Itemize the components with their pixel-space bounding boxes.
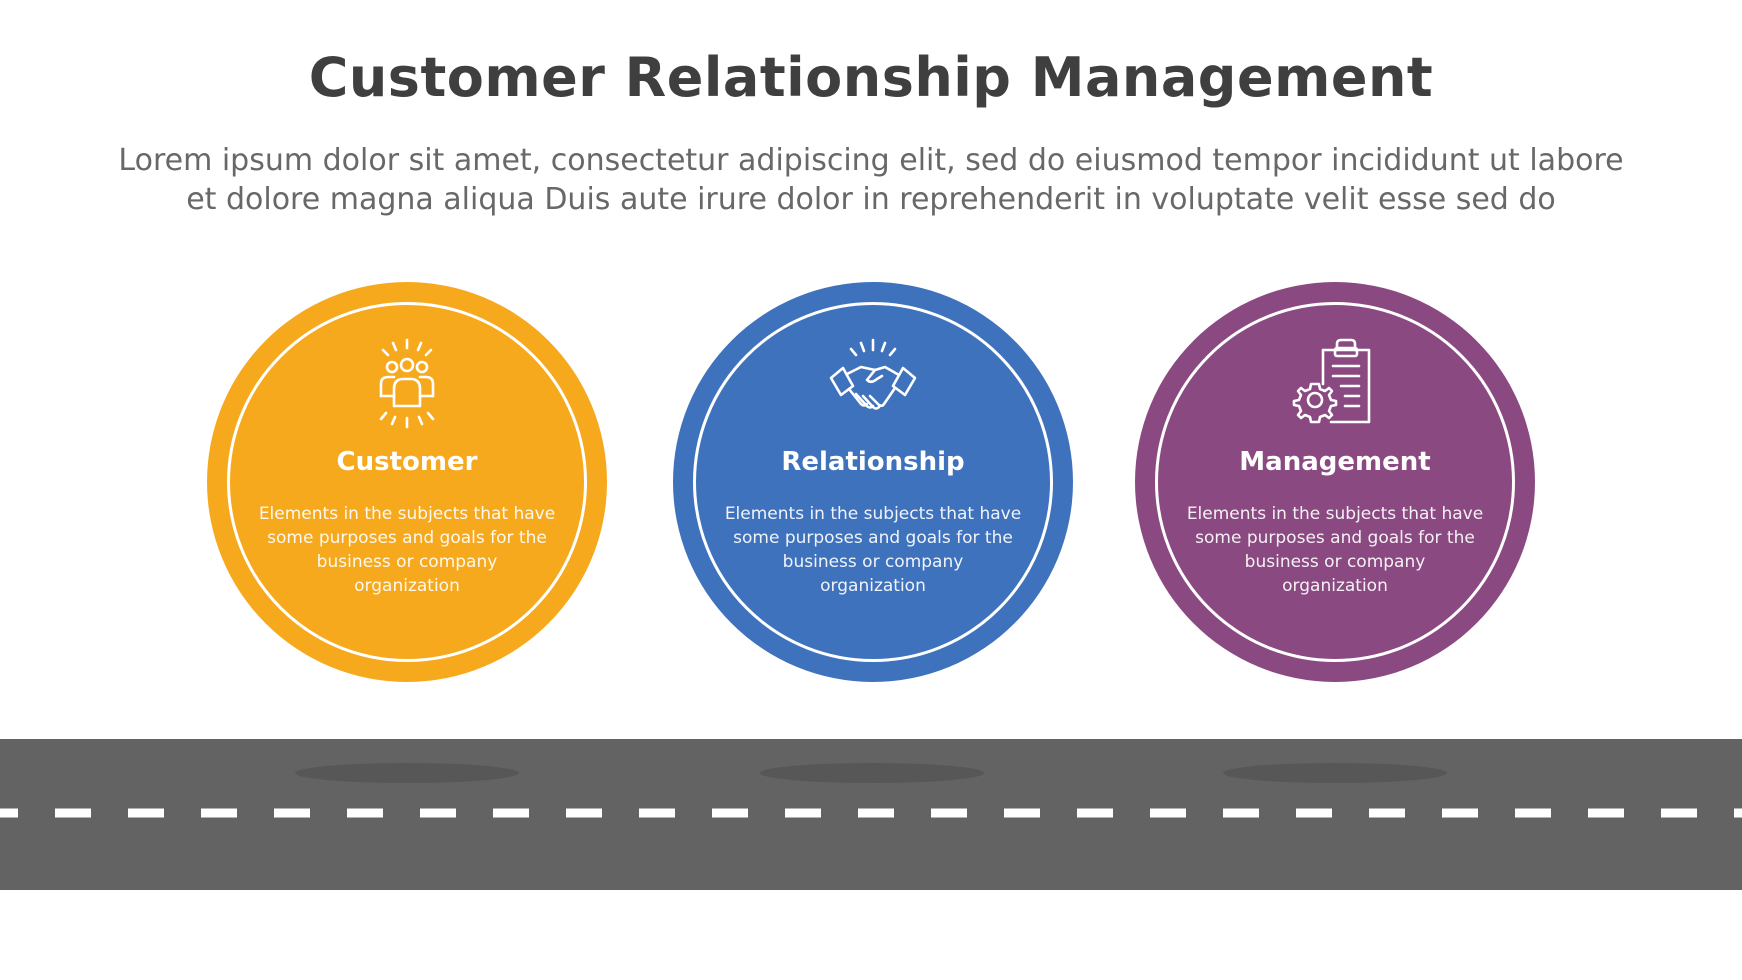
circle-description: Elements in the subjects that have some … xyxy=(247,502,567,598)
road-lane-markings xyxy=(0,808,1742,818)
description-line: Elements in the subjects that have xyxy=(1186,504,1484,524)
description-line: Elements in the subjects that have xyxy=(258,504,556,524)
description-line: business or company xyxy=(1244,552,1426,572)
clipboard-gear-icon xyxy=(1292,338,1371,424)
handshake-icon xyxy=(829,338,917,410)
subtitle-line-2: et dolore magna aliqua Duis aute irure d… xyxy=(186,182,1556,217)
description-line: business or company xyxy=(782,552,964,572)
circle-ring xyxy=(227,302,587,662)
description-line: business or company xyxy=(316,552,498,572)
description-line: some purposes and goals for the xyxy=(267,528,547,548)
circle-description: Elements in the subjects that have some … xyxy=(713,502,1033,598)
circle-heading: Relationship xyxy=(781,447,965,477)
circle-shadow xyxy=(295,763,519,783)
description-line: organization xyxy=(1282,576,1388,596)
people-group-icon xyxy=(379,338,435,429)
circle-description: Elements in the subjects that have some … xyxy=(1175,502,1495,598)
circle-shadow xyxy=(760,763,984,783)
page-subtitle: Lorem ipsum dolor sit amet, consectetur … xyxy=(71,141,1671,219)
road xyxy=(0,739,1742,890)
circle-heading: Customer xyxy=(336,447,478,477)
circle-ring xyxy=(1155,302,1515,662)
description-line: some purposes and goals for the xyxy=(1195,528,1475,548)
subtitle-line-1: Lorem ipsum dolor sit amet, consectetur … xyxy=(118,143,1624,178)
circle-shadow xyxy=(1223,763,1447,783)
description-line: organization xyxy=(820,576,926,596)
circle-ring xyxy=(693,302,1053,662)
description-line: some purposes and goals for the xyxy=(733,528,1013,548)
circle-management: Management Elements in the subjects that… xyxy=(1135,282,1535,682)
circle-customer: Customer Elements in the subjects that h… xyxy=(207,282,607,682)
circle-heading: Management xyxy=(1239,447,1431,477)
circle-relationship: Relationship Elements in the subjects th… xyxy=(673,282,1073,682)
description-line: organization xyxy=(354,576,460,596)
description-line: Elements in the subjects that have xyxy=(724,504,1022,524)
page-title: Customer Relationship Management xyxy=(308,46,1434,109)
